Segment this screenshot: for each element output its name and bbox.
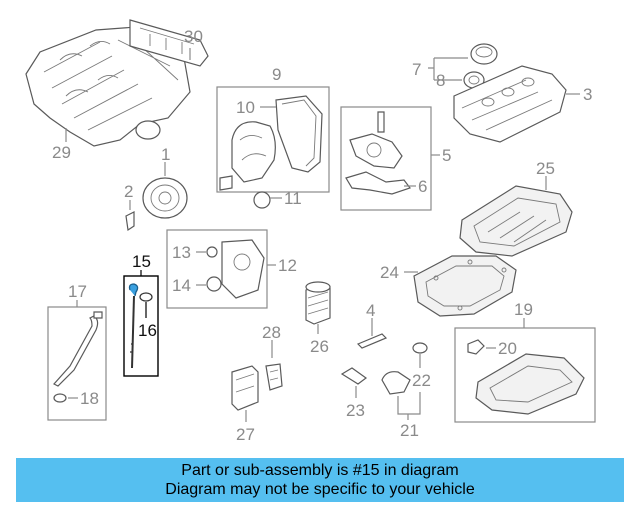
front-cover-housing[interactable] xyxy=(206,239,265,299)
timing-cover[interactable] xyxy=(219,95,323,209)
callout-20[interactable]: 20 xyxy=(498,339,517,358)
parts-diagram: 29 30 1 2 9 10 11 5 6 xyxy=(25,19,596,444)
group-box-12 xyxy=(166,229,268,309)
callout-23[interactable]: 23 xyxy=(346,401,365,420)
oil-filler-cap[interactable] xyxy=(470,43,498,65)
callout-2[interactable]: 2 xyxy=(124,182,133,201)
callout-25[interactable]: 25 xyxy=(536,159,555,178)
dipstick-guide-tube[interactable] xyxy=(53,311,103,387)
callout-6[interactable]: 6 xyxy=(418,177,427,196)
crankshaft-pulley[interactable] xyxy=(142,177,188,219)
callout-10[interactable]: 10 xyxy=(236,98,255,117)
callout-24[interactable]: 24 xyxy=(380,263,399,282)
callout-26[interactable]: 26 xyxy=(310,337,329,356)
oil-pump-assembly[interactable] xyxy=(345,111,411,195)
oil-level-sensor[interactable] xyxy=(231,365,259,411)
callout-5[interactable]: 5 xyxy=(442,146,451,165)
callout-19[interactable]: 19 xyxy=(514,300,533,319)
intake-manifold[interactable] xyxy=(25,19,209,147)
callout-21[interactable]: 21 xyxy=(400,421,419,440)
callout-4[interactable]: 4 xyxy=(366,301,375,320)
callout-13[interactable]: 13 xyxy=(172,243,191,262)
group-box-5 xyxy=(340,106,432,211)
oil-pickup-tube[interactable] xyxy=(340,367,368,385)
callout-15[interactable]: 15 xyxy=(132,252,151,271)
mount-bracket[interactable] xyxy=(265,363,283,391)
caption-line-2: Diagram may not be specific to your vehi… xyxy=(165,481,475,498)
oil-filter[interactable] xyxy=(305,281,331,325)
drain-plug[interactable] xyxy=(381,371,411,395)
callout-3[interactable]: 3 xyxy=(583,85,592,104)
caption-banner: Part or sub-assembly is #15 in diagram D… xyxy=(16,458,624,502)
callout-18[interactable]: 18 xyxy=(80,389,99,408)
guide-tube-seal[interactable] xyxy=(53,393,67,403)
oil-pan-baffle[interactable] xyxy=(413,255,517,317)
cap-seal[interactable] xyxy=(463,71,485,89)
callout-1[interactable]: 1 xyxy=(161,145,170,164)
lower-oil-pan[interactable] xyxy=(475,353,585,415)
callout-29[interactable]: 29 xyxy=(52,143,71,162)
upper-oil-pan[interactable] xyxy=(459,185,573,257)
drain-plug-washer[interactable] xyxy=(412,342,428,354)
oil-pan-bolt[interactable] xyxy=(467,339,485,355)
callout-30[interactable]: 30 xyxy=(184,27,203,46)
group-box-19 xyxy=(454,327,596,423)
callout-14[interactable]: 14 xyxy=(172,276,191,295)
valve-cover[interactable] xyxy=(453,65,567,143)
callout-11[interactable]: 11 xyxy=(284,189,302,208)
pulley-bolt[interactable] xyxy=(125,211,135,232)
callout-17[interactable]: 17 xyxy=(68,282,87,301)
callout-7[interactable]: 7 xyxy=(412,60,421,79)
oil-dipstick[interactable] xyxy=(128,283,139,369)
group-box-9 xyxy=(216,86,330,193)
callout-16[interactable]: 16 xyxy=(138,321,157,340)
seal-plate[interactable] xyxy=(356,333,388,349)
callout-28[interactable]: 28 xyxy=(262,323,281,342)
callout-12[interactable]: 12 xyxy=(278,256,297,275)
dipstick-o-ring[interactable] xyxy=(139,292,153,302)
callout-8[interactable]: 8 xyxy=(436,71,445,90)
callout-9[interactable]: 9 xyxy=(272,65,281,84)
callout-27[interactable]: 27 xyxy=(236,425,255,444)
caption-line-1: Part or sub-assembly is #15 in diagram xyxy=(181,462,459,479)
callout-22[interactable]: 22 xyxy=(412,371,431,390)
